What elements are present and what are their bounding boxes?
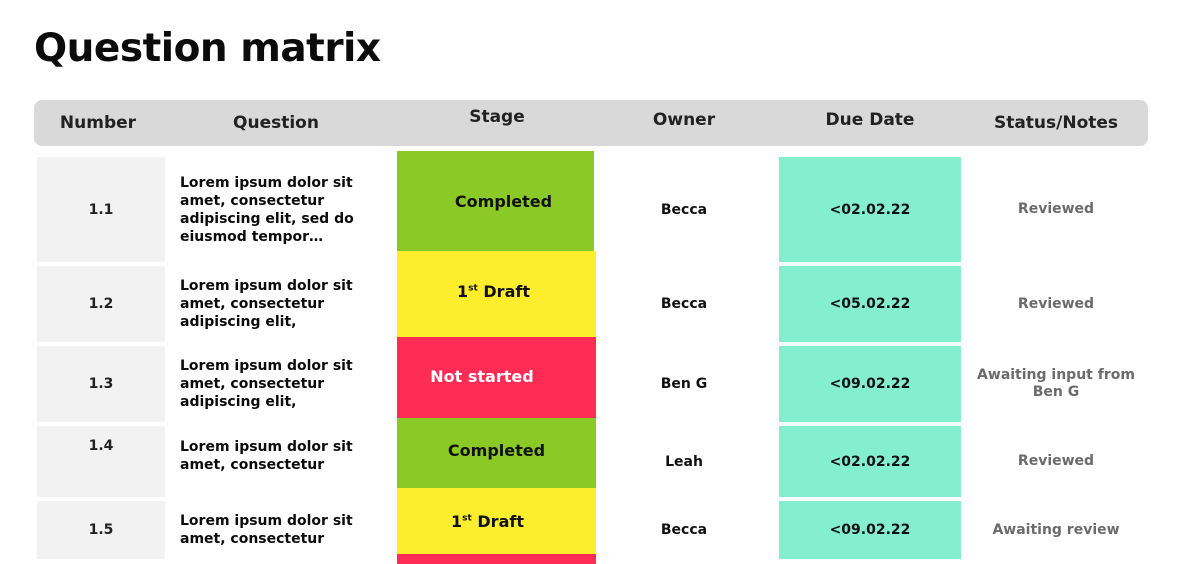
row-number: 1.1: [37, 157, 165, 262]
column-header-question: Question: [233, 113, 319, 133]
stage-suffix: Draft: [471, 511, 524, 531]
stage-badge: Completed: [397, 418, 596, 488]
column-header-stage: Stage: [469, 107, 525, 127]
row-question: Lorem ipsum dolor sit amet, consectetur: [180, 439, 353, 473]
column-header-owner: Owner: [652, 110, 716, 130]
row-owner: Becca: [660, 296, 708, 312]
row-owner: Becca: [660, 201, 708, 218]
stage-suffix: Draft: [477, 281, 530, 301]
stage-label: Not started: [430, 367, 534, 386]
row-question: Lorem ipsum dolor sit amet, consectetur …: [180, 278, 353, 330]
row-number: 1.5: [37, 501, 165, 559]
row-status: Reviewed: [1017, 295, 1095, 312]
row-number: 1.3: [37, 346, 165, 422]
row-status: Reviewed: [1017, 201, 1095, 217]
row-owner: Becca: [660, 522, 708, 538]
stage-label: 1: [457, 281, 469, 301]
row-owner: Leah: [665, 453, 703, 470]
stage-badge: 1st Draft: [397, 251, 596, 337]
row-question: Lorem ipsum dolor sit amet, consectetur …: [180, 174, 354, 245]
column-header-status: Status/Notes: [993, 113, 1119, 133]
stage-badge-partial: [397, 554, 596, 564]
row-status: Awaiting input from Ben G: [977, 367, 1135, 400]
stage-badge: Not started: [397, 337, 596, 418]
page-title: Question matrix: [34, 26, 381, 71]
column-header-number: Number: [59, 113, 137, 133]
stage-label: Completed: [447, 441, 546, 460]
stage-label: 1: [451, 511, 463, 531]
row-due-date: <02.02.22: [779, 426, 961, 497]
stage-ordinal: st: [462, 513, 472, 524]
stage-badge: 1st Draft: [397, 488, 596, 554]
row-due-date: <02.02.22: [779, 157, 961, 262]
stage-badge: Completed: [397, 151, 594, 251]
row-question: Lorem ipsum dolor sit amet, consectetur …: [180, 358, 353, 410]
row-number: 1.2: [37, 266, 165, 342]
column-header-due-date: Due Date: [825, 110, 915, 130]
stage-label: Completed: [454, 191, 553, 211]
row-status: Awaiting review: [992, 521, 1120, 538]
row-due-date: <09.02.22: [779, 501, 961, 559]
row-status: Reviewed: [1017, 453, 1095, 469]
row-question: Lorem ipsum dolor sit amet, consectetur: [180, 513, 353, 547]
row-due-date: <05.02.22: [779, 266, 961, 342]
row-due-date: <09.02.22: [779, 346, 961, 422]
row-number: 1.4: [37, 426, 165, 497]
stage-ordinal: st: [468, 283, 478, 294]
row-owner: Ben G: [660, 376, 708, 392]
table-header: Number Question Stage Owner Due Date Sta…: [34, 100, 1148, 146]
